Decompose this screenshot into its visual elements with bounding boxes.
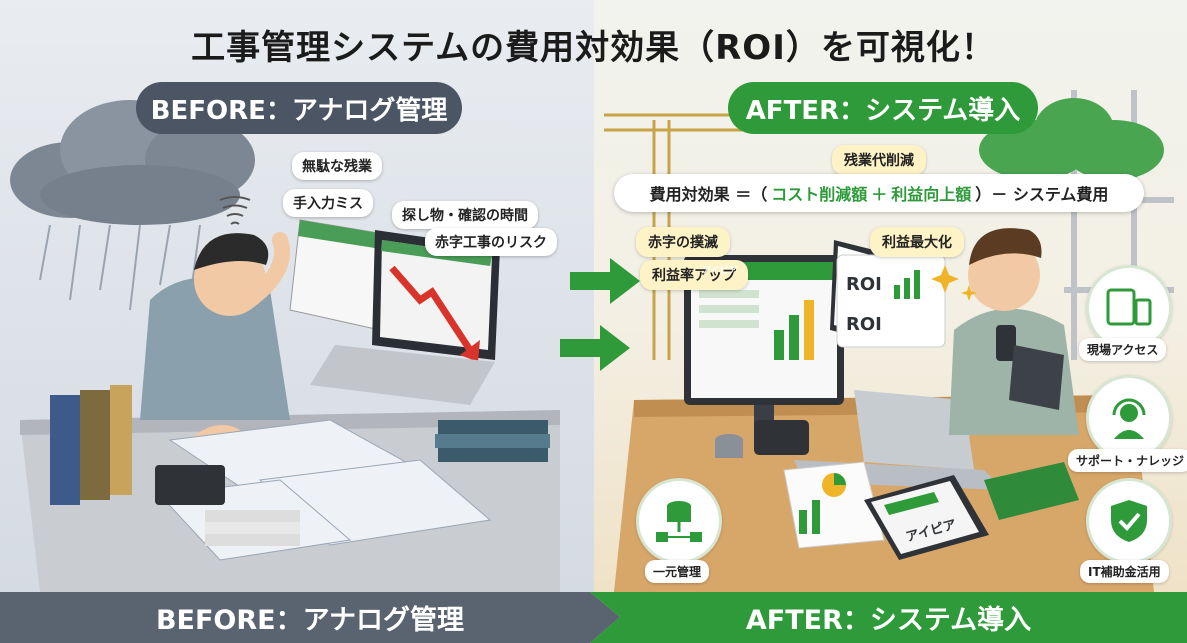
roi-card: ROI ROI [836, 254, 946, 348]
report-papers [783, 461, 885, 549]
problem-input-errors: 手入力ミス [283, 189, 373, 217]
feature-support-label: サポート・ナレッジ [1068, 449, 1187, 472]
binders [50, 385, 132, 505]
clipboard [864, 475, 989, 560]
feature-central [636, 478, 722, 564]
formula-right: ）－ システム費用 [975, 185, 1109, 204]
stress-swirl-icon [219, 196, 251, 225]
spreadsheet-sheet [289, 219, 391, 331]
shield-check-icon [1111, 500, 1147, 542]
calculator [155, 465, 225, 505]
feature-subsidy-label: IT補助金活用 [1080, 560, 1169, 583]
feature-subsidy [1086, 478, 1172, 564]
database-icon [656, 501, 702, 542]
formula-profit: 利益向上額 [891, 185, 972, 204]
after-illustration: ROI ROI [604, 90, 1174, 592]
feature-support [1086, 375, 1172, 461]
problem-overtime: 無駄な残業 [292, 152, 382, 180]
page-title: 工事管理システムの費用対効果（ROI）を可視化！ [191, 27, 996, 68]
cloud-icon [979, 98, 1164, 180]
sparkle-icon [931, 265, 977, 301]
arrow-right-icon [570, 258, 640, 304]
headset-support-icon [1112, 398, 1146, 439]
arrow-right-icon [560, 325, 630, 371]
feature-central-label: 一元管理 [645, 560, 710, 583]
happy-worker [949, 228, 1079, 435]
benefit-overtime-reduction: 残業代削減 [832, 145, 926, 175]
roi-formula: 費用対効果 ＝（ コスト削減額 ＋ 利益向上額 ）－ システム費用 [614, 174, 1144, 212]
brand-label: アイピア [702, 266, 738, 276]
before-banner: BEFORE：アナログ管理 [0, 592, 620, 643]
laptop-declining-chart [310, 230, 500, 405]
green-book [984, 462, 1079, 520]
book-stack [435, 420, 550, 462]
worried-worker [140, 232, 310, 457]
formula-left: 費用対効果 ＝（ [649, 185, 768, 204]
benefit-maximize-profit: 利益最大化 [870, 227, 964, 257]
smartphone [754, 420, 809, 455]
problem-search-time: 探し物・確認の時間 [392, 201, 538, 229]
roi-card-label: ROI [846, 274, 882, 295]
formula-plus: ＋ [871, 185, 888, 204]
coin-stack [715, 434, 743, 458]
problem-deficit-risk: 赤字工事のリスク [425, 228, 557, 256]
svg-text:ROI: ROI [846, 314, 882, 335]
feature-mobile-label: 現場アクセス [1079, 338, 1167, 361]
after-banner: AFTER：システム導入 [590, 592, 1187, 643]
after-heading: AFTER：システム導入 [728, 82, 1038, 134]
before-illustration [10, 100, 560, 592]
desk [614, 395, 1154, 592]
benefit-margin-up: 利益率アップ [640, 260, 748, 290]
before-heading: BEFORE：アナログ管理 [136, 82, 462, 134]
benefit-eliminate-deficit: 赤字の撲滅 [636, 227, 730, 257]
paper-stack [205, 510, 300, 546]
devices-icon [1106, 288, 1152, 326]
formula-cost: コスト削減額 [771, 185, 868, 204]
